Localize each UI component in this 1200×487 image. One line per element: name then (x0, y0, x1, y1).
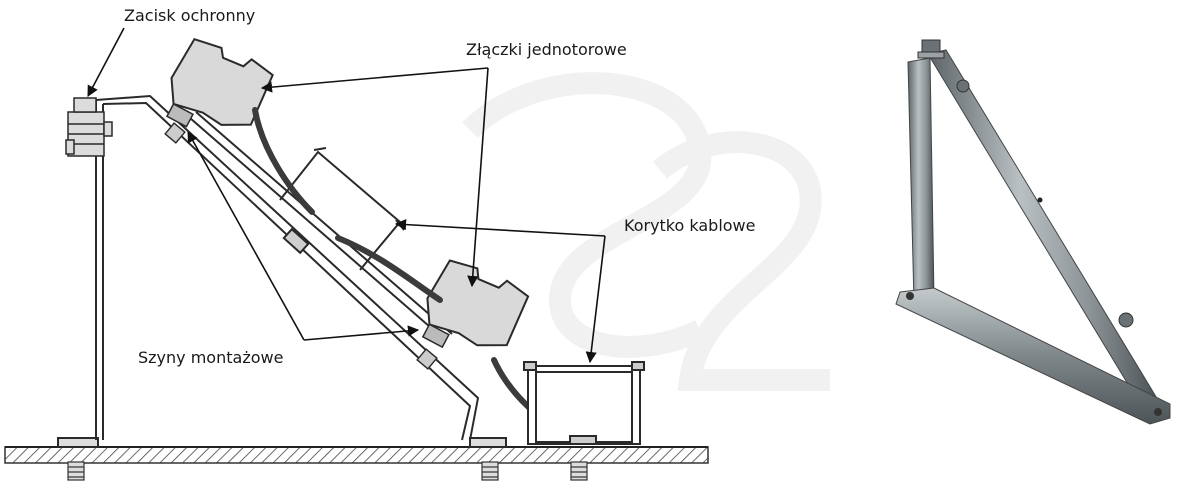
cable-wires (252, 107, 573, 441)
cable-duct-box (523, 361, 645, 445)
label-single-track-connectors: Złączki jednotorowe (466, 40, 627, 59)
mounting-bracket-drawing (57, 94, 507, 448)
label-mounting-rails: Szyny montażowe (138, 348, 284, 367)
label-protective-terminal: Zacisk ochronny (124, 6, 256, 25)
mounting-rail-drawing (189, 111, 453, 341)
watermark-logo (462, 72, 830, 391)
bracket-photo (895, 39, 1171, 425)
mounting-floor (4, 446, 709, 464)
rail-screw (416, 348, 438, 370)
protective-terminal-drawing (65, 97, 113, 157)
annotation-arrows (87, 27, 606, 364)
single-track-connector-drawing (165, 37, 274, 128)
floor-screw (67, 461, 588, 481)
rail-screw (164, 122, 186, 144)
label-cable-duct: Korytko kablowe (624, 216, 756, 235)
